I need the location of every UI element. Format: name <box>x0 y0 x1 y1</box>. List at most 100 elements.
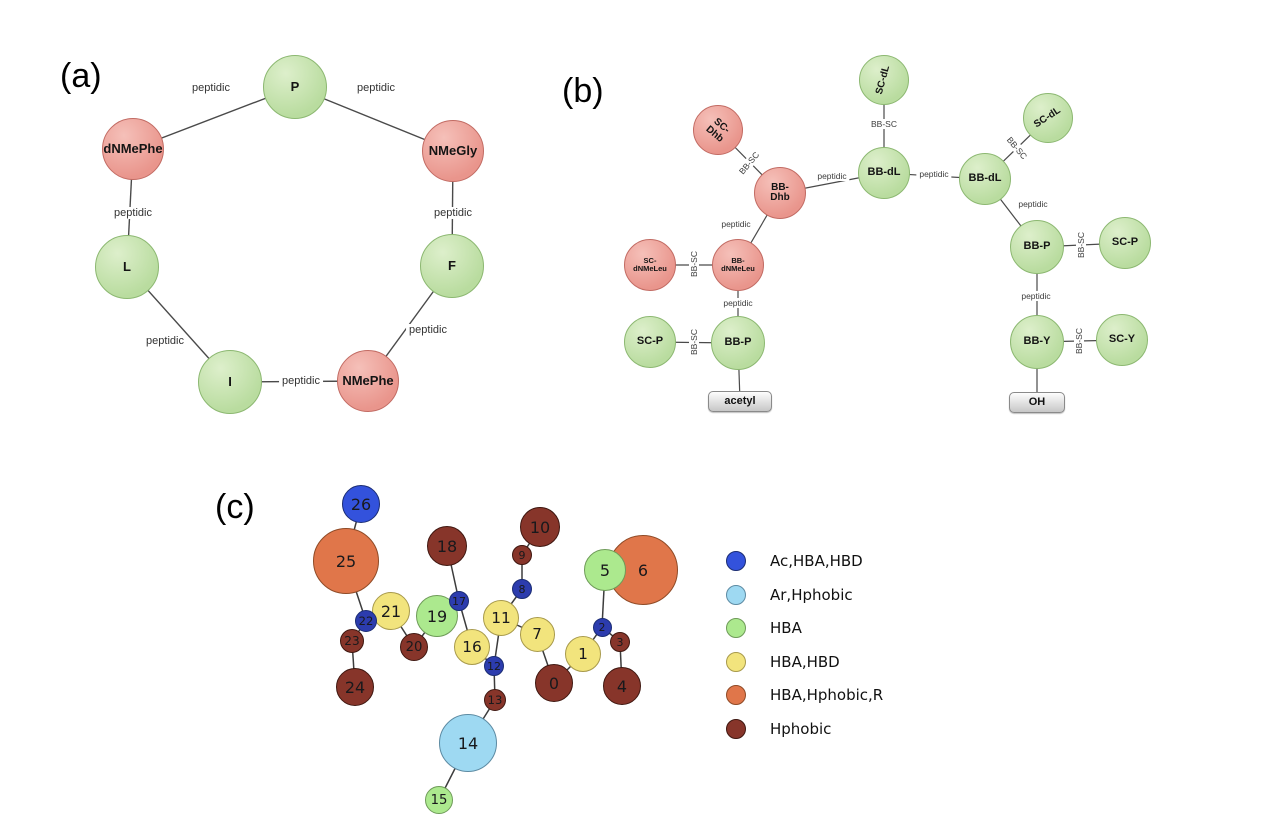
node-label: BB-P <box>1023 240 1051 253</box>
node-bb_dl1: BB-dL <box>858 147 910 199</box>
node-label: BB-Dhb <box>770 181 790 203</box>
c-node-label: 5 <box>599 560 611 580</box>
legend-item-hba_hph_r: HBA,Hphobic,R <box>726 685 883 705</box>
edge-label-bb-sc: BB-SC <box>689 248 699 280</box>
node-bb_p_r: BB-P <box>1010 220 1064 274</box>
c-node-label: 23 <box>344 634 360 648</box>
legend-item-hba_hbd: HBA,HBD <box>726 652 840 672</box>
edge-label-peptidic: peptidic <box>279 375 323 387</box>
terminal-label: acetyl <box>724 395 756 407</box>
node-label: I <box>228 374 232 390</box>
node-bb_dhb: BB-Dhb <box>754 167 806 219</box>
c-node-label: 25 <box>335 551 357 571</box>
c-node-label: 17 <box>452 594 466 608</box>
legend-color-dot <box>726 652 746 672</box>
c-node-label: 16 <box>462 638 482 656</box>
c-node-21: 21 <box>372 592 410 630</box>
node-label: P <box>290 79 300 95</box>
c-node-4: 4 <box>603 667 641 705</box>
c-node-label: 14 <box>457 733 479 753</box>
c-node-label: 4 <box>616 676 628 696</box>
edge-label-bb-sc: BB-SC <box>868 119 900 129</box>
c-node-9: 9 <box>512 545 532 565</box>
legend-color-dot <box>726 618 746 638</box>
edge-label-peptidic: peptidic <box>431 207 475 219</box>
legend-item-hph: Hphobic <box>726 719 831 739</box>
legend-label: HBA <box>770 619 802 637</box>
c-node-label: 18 <box>436 536 458 556</box>
c-node-label: 9 <box>518 548 526 562</box>
c-node-label: 20 <box>405 639 423 655</box>
edge-label-peptidic: peptidic <box>1015 199 1051 209</box>
node-label: SC-Dhb <box>704 115 732 144</box>
edge-label-peptidic: peptidic <box>718 219 754 229</box>
c-node-label: 10 <box>529 517 551 537</box>
node-label: SC-dL <box>874 64 893 96</box>
node-bb_dnmeleu: BB-dNMeLeu <box>712 239 764 291</box>
c-node-label: 0 <box>548 673 560 693</box>
c-node-label: 12 <box>487 659 501 673</box>
node-sc_p_l: SC-P <box>624 316 676 368</box>
node-label: SC-P <box>1111 236 1139 249</box>
legend-label: Ar,Hphobic <box>770 586 853 604</box>
c-node-label: 3 <box>616 635 624 649</box>
edge-label-bb-sc: BB-SC <box>1076 229 1086 261</box>
node-label: NMePhe <box>342 373 394 389</box>
node-sc_dhb: SC-Dhb <box>693 105 743 155</box>
node-P: P <box>263 55 327 119</box>
legend-item-ac: Ac,HBA,HBD <box>726 551 863 571</box>
edge-label-peptidic: peptidic <box>916 169 952 179</box>
c-node-label: 6 <box>637 560 649 580</box>
node-dNMePhe: dNMePhe <box>102 118 164 180</box>
node-L: L <box>95 235 159 299</box>
legend-color-dot <box>726 685 746 705</box>
legend-color-dot <box>726 551 746 571</box>
node-label: SC-P <box>636 335 664 348</box>
legend-color-dot <box>726 585 746 605</box>
node-label: BB-Y <box>1023 335 1051 348</box>
node-bb_y: BB-Y <box>1010 315 1064 369</box>
c-node-label: 2 <box>598 620 606 634</box>
c-node-16: 16 <box>454 629 490 665</box>
c-node-0: 0 <box>535 664 573 702</box>
c-node-17: 17 <box>449 591 469 611</box>
node-label: BB-dL <box>968 172 1002 185</box>
edge-label-peptidic: peptidic <box>814 171 850 181</box>
c-node-26: 26 <box>342 485 380 523</box>
node-label: SC-dL <box>1032 104 1063 131</box>
legend-label: Ac,HBA,HBD <box>770 552 863 570</box>
edge-label-peptidic: peptidic <box>111 207 155 219</box>
c-node-10: 10 <box>520 507 560 547</box>
node-label: BB-P <box>724 336 752 349</box>
terminal-box-oh: OH <box>1009 391 1065 413</box>
node-NMeGly: NMeGly <box>422 120 484 182</box>
node-sc_dl2: SC-dL <box>1023 93 1073 143</box>
node-sc_p_r: SC-P <box>1099 217 1151 269</box>
edge-label-bb-sc: BB-SC <box>689 326 699 358</box>
c-node-15: 15 <box>425 786 453 814</box>
c-node-label: 22 <box>358 614 374 628</box>
c-node-5: 5 <box>584 549 626 591</box>
legend-item-ar: Ar,Hphobic <box>726 585 853 605</box>
edge-label-peptidic: peptidic <box>406 324 450 336</box>
panel-c-letter: (c) <box>215 488 255 526</box>
c-node-24: 24 <box>336 668 374 706</box>
c-node-25: 25 <box>313 528 379 594</box>
node-label: SC-dNMeLeu <box>633 256 667 273</box>
node-label: SC-Y <box>1108 333 1136 346</box>
node-I: I <box>198 350 262 414</box>
c-node-8: 8 <box>512 579 532 599</box>
c-node-label: 15 <box>430 792 448 808</box>
node-NMePhe: NMePhe <box>337 350 399 412</box>
c-node-7: 7 <box>519 616 555 652</box>
node-sc_y: SC-Y <box>1096 314 1148 366</box>
panel-a-letter: (a) <box>60 57 102 95</box>
c-node-label: 1 <box>578 645 588 663</box>
c-node-label: 13 <box>487 693 503 707</box>
terminal-label: OH <box>1028 396 1046 408</box>
node-label: F <box>448 258 456 274</box>
c-node-14: 14 <box>439 714 497 772</box>
node-sc_dnmeleu: SC-dNMeLeu <box>624 239 676 291</box>
